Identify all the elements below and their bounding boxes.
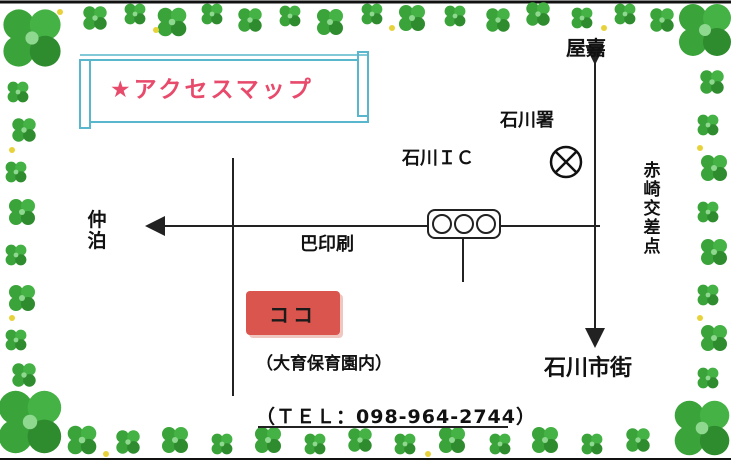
title-scroll: [79, 51, 369, 129]
label-west: 仲泊: [86, 209, 108, 253]
map-title: ★アクセスマップ: [110, 70, 314, 104]
vertical-char: 点: [643, 237, 661, 258]
tel-suffix: ）: [516, 406, 537, 428]
vertical-char: 崎: [643, 180, 661, 201]
tel-underline: [258, 426, 508, 428]
label-east-crossing: 赤崎交差点: [641, 161, 663, 258]
tel-number: 098-964-2744: [356, 406, 516, 428]
vertical-char: 赤: [643, 161, 661, 181]
label-police: 石川署: [500, 110, 554, 131]
label-ic: 石川ＩＣ: [402, 148, 474, 169]
tel-line: （ＴＥＬ：098-964-2744）: [256, 402, 536, 429]
police-station-icon: [549, 145, 583, 179]
building-label: ココ: [269, 302, 317, 327]
vertical-char: 泊: [87, 230, 107, 253]
building-note: （大育保育園内）: [256, 354, 392, 374]
label-street: 巴印刷: [300, 234, 354, 255]
building-marker: ココ: [246, 291, 340, 335]
label-south: 石川市街: [544, 356, 633, 381]
label-north: 屋嘉: [566, 36, 606, 60]
vertical-char: 差: [643, 218, 661, 239]
star-icon: ★: [110, 77, 134, 103]
traffic-light-icon: [427, 209, 501, 239]
tel-prefix: （ＴＥＬ：: [256, 406, 357, 428]
vertical-char: 交: [643, 199, 661, 220]
vertical-char: 仲: [87, 209, 107, 231]
map-title-text: アクセスマップ: [133, 77, 314, 103]
